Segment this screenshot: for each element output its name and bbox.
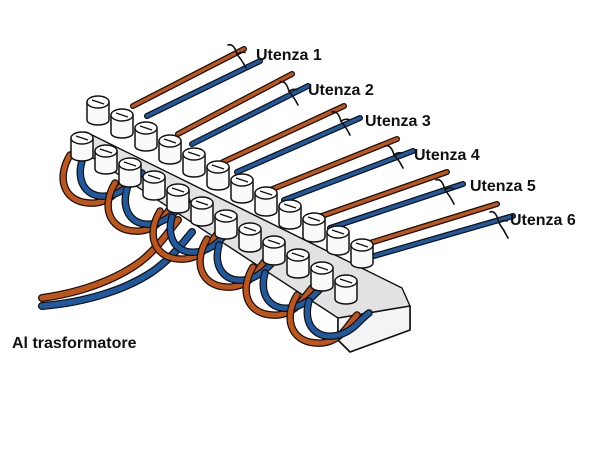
screw-bottom-3-slot [123, 161, 137, 167]
output-label-6: Utenza 6 [510, 212, 576, 229]
screw-top-1-slot [91, 99, 105, 105]
output-wire-neutral-3 [235, 116, 362, 174]
screw-top-11-slot [331, 229, 345, 235]
screw-bottom-1 [70, 131, 94, 162]
output-label-4: Utenza 4 [414, 147, 480, 164]
output-wire-neutral-5 [328, 182, 465, 230]
screw-top-8 [254, 186, 278, 217]
output-brace-6 [489, 210, 509, 239]
screw-bottom-5 [166, 183, 190, 214]
screw-top-10 [302, 212, 326, 243]
screw-bottom-5-slot [171, 187, 185, 193]
bridge-live-4 [197, 236, 270, 290]
supply-wire-brown-fill [39, 217, 181, 301]
output-wire-live-3 [221, 104, 346, 164]
output-wire-live-5 [314, 170, 449, 220]
bridge-live-2 [105, 180, 178, 234]
terminal-screws [70, 95, 374, 305]
screw-bottom-7 [214, 209, 238, 240]
screw-bottom-6 [190, 196, 214, 227]
screw-bottom-1-slot [75, 135, 89, 141]
screw-top-2-slot [115, 112, 129, 118]
screw-top-12 [350, 238, 374, 269]
screw-bottom-7-slot [219, 213, 233, 219]
screw-bottom-9-slot [267, 239, 281, 245]
bridge-live-5 [243, 264, 316, 318]
screw-top-9 [278, 199, 302, 230]
supply-wire-brown [38, 216, 182, 302]
output-label-1: Utenza 1 [256, 47, 322, 64]
output-wire-neutral-2 [190, 84, 310, 146]
screw-bottom-11-slot [315, 265, 329, 271]
screw-bottom-4-slot [147, 174, 161, 180]
screw-top-3 [134, 121, 158, 152]
output-wire-live-4 [268, 137, 399, 192]
screw-bottom-8 [238, 222, 262, 253]
bridge-live-1 [60, 152, 133, 206]
output-wire-neutral-6 [372, 214, 515, 258]
bridge-live-6 [287, 292, 360, 346]
output-brace-1 [227, 43, 247, 69]
screw-bottom-10 [286, 248, 310, 279]
screw-bottom-9 [262, 235, 286, 266]
output-label-5: Utenza 5 [470, 178, 536, 195]
screw-top-9-slot [283, 203, 297, 209]
bridge-loops [59, 151, 373, 347]
output-label-2: Utenza 2 [308, 82, 374, 99]
output-labels: Utenza 1 Utenza 2 Utenza 3 Utenza 4 Uten… [256, 47, 576, 229]
screw-top-10-slot [307, 216, 321, 222]
output-braces [227, 43, 509, 239]
screw-bottom-2-slot [99, 148, 113, 154]
output-label-3: Utenza 3 [365, 113, 431, 130]
screw-top-11 [326, 225, 350, 256]
screw-top-5-slot [187, 151, 201, 157]
screw-top-1 [86, 95, 110, 126]
screw-top-4 [158, 134, 182, 165]
screw-top-6 [206, 160, 230, 191]
screw-bottom-4 [142, 170, 166, 201]
input-label: Al trasformatore [12, 335, 137, 352]
screw-bottom-6-slot [195, 200, 209, 206]
output-wire-live-2 [176, 72, 294, 136]
output-wire-neutral-4 [282, 149, 415, 202]
screw-top-6-slot [211, 164, 225, 170]
screw-bottom-11 [310, 261, 334, 292]
output-wires [130, 46, 516, 259]
bridge-neutral-6 [304, 298, 372, 339]
screw-bottom-12 [334, 274, 358, 305]
screw-top-3-slot [139, 125, 153, 131]
output-brace-3 [331, 110, 351, 136]
screw-bottom-2 [94, 144, 118, 175]
output-brace-5 [435, 178, 455, 205]
bridge-live-3 [150, 208, 223, 262]
screw-top-5 [182, 147, 206, 178]
screw-top-7 [230, 173, 254, 204]
screw-top-7-slot [235, 177, 249, 183]
screw-bottom-12-slot [339, 278, 353, 284]
screw-bottom-10-slot [291, 252, 305, 258]
output-wire-live-6 [358, 202, 499, 248]
screw-bottom-3 [118, 157, 142, 188]
screw-top-8-slot [259, 190, 273, 196]
output-brace-4 [384, 144, 404, 169]
screw-bottom-8-slot [243, 226, 257, 232]
screw-top-2 [110, 108, 134, 139]
output-brace-2 [279, 80, 299, 106]
output-wire-live-1 [131, 47, 246, 108]
output-wire-neutral-1 [145, 59, 262, 118]
screw-top-12-slot [355, 242, 369, 248]
screw-top-4-slot [163, 138, 177, 144]
